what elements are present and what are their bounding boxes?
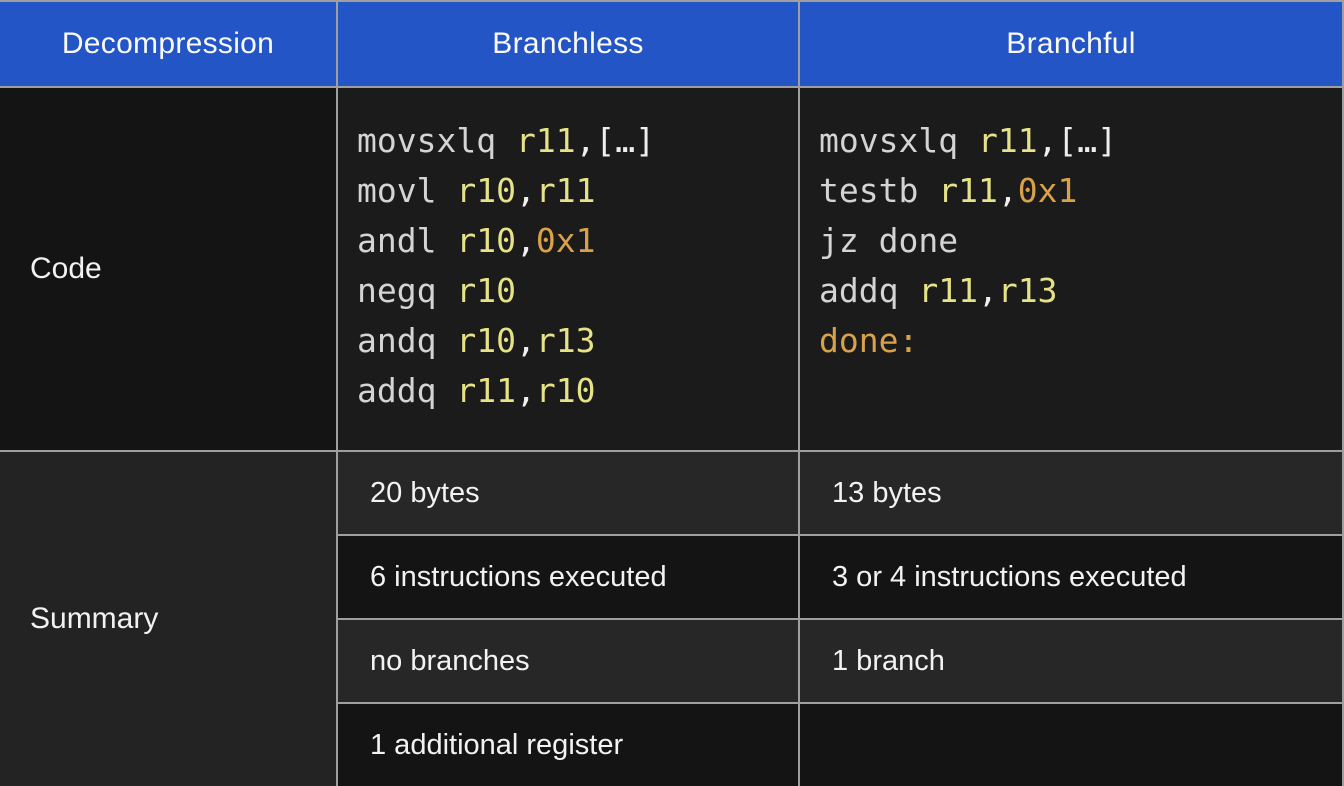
summary-branchless-bytes: 20 bytes: [338, 452, 798, 534]
code-line: movl r10,r11: [357, 171, 596, 210]
code-line: done:: [819, 321, 919, 360]
code-line: movsxlq r11,[…]: [357, 121, 656, 160]
row-label-summary: Summary: [0, 452, 336, 786]
code-line: addq r11,r10: [357, 371, 596, 410]
summary-branchless-branches: no branches: [338, 620, 798, 702]
code-line: addq r11,r13: [819, 271, 1058, 310]
header-branchful: Branchful: [800, 2, 1342, 86]
summary-branchful-registers: [800, 704, 1342, 786]
summary-branchful-branches: 1 branch: [800, 620, 1342, 702]
code-line: testb r11,0x1: [819, 171, 1078, 210]
header-decompression: Decompression: [0, 2, 336, 86]
summary-branchless-registers: 1 additional register: [338, 704, 798, 786]
row-label-code: Code: [0, 88, 336, 450]
code-line: negq r10: [357, 271, 516, 310]
code-line: movsxlq r11,[…]: [819, 121, 1118, 160]
header-branchless: Branchless: [338, 2, 798, 86]
summary-branchless-instructions: 6 instructions executed: [338, 536, 798, 618]
code-line: andq r10,r13: [357, 321, 596, 360]
summary-branchful-instructions: 3 or 4 instructions executed: [800, 536, 1342, 618]
code-line: andl r10,0x1: [357, 221, 596, 260]
code-line: jz done: [819, 221, 959, 260]
branchless-code-block: movsxlq r11,[…] movl r10,r11 andl r10,0x1 n…: [338, 88, 798, 450]
branchful-code-block: movsxlq r11,[…] testb r11,0x1 jz done addq …: [800, 88, 1342, 450]
summary-branchful-bytes: 13 bytes: [800, 452, 1342, 534]
